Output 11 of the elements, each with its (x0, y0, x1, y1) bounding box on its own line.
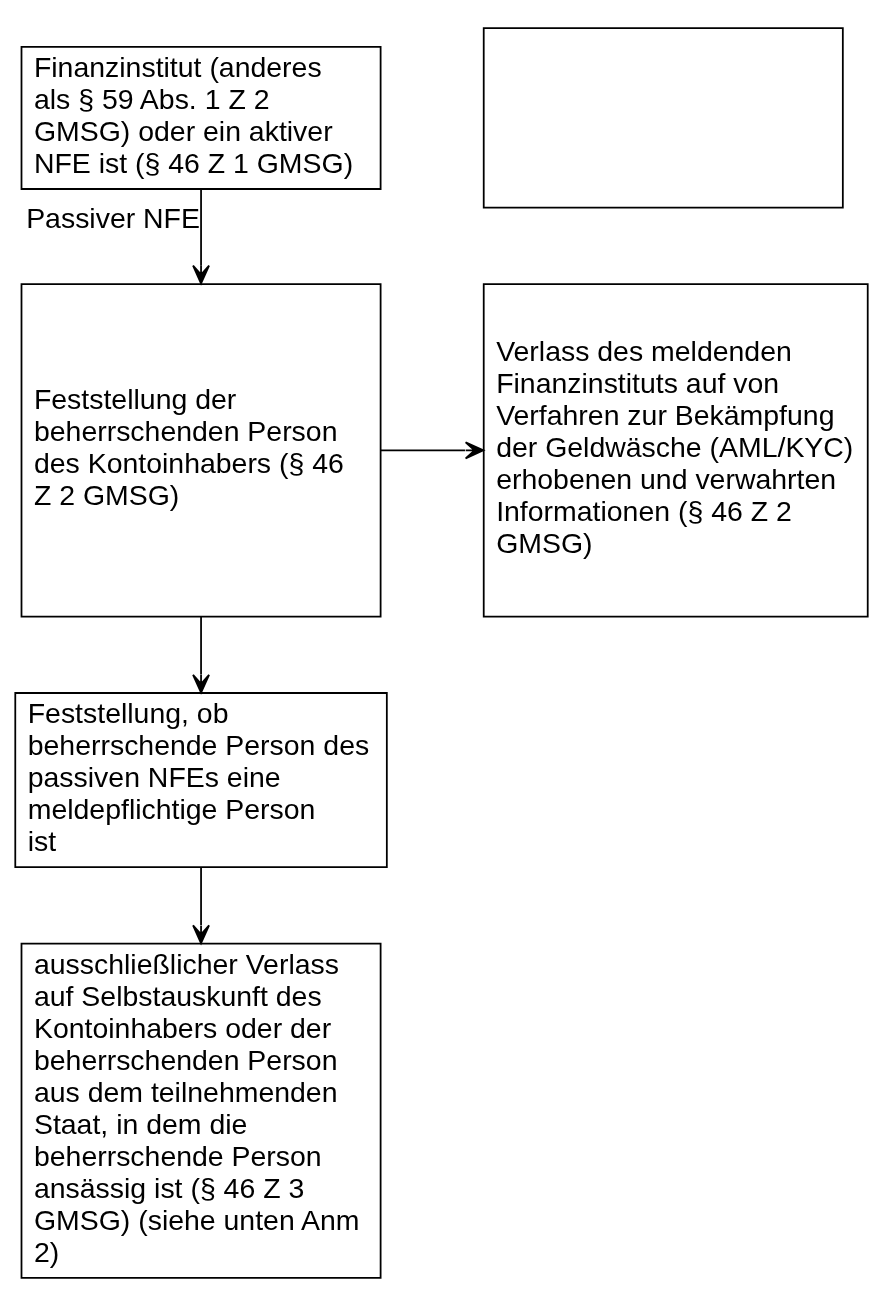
node-box: Verlass des meldenden Finanzinstituts auf von Verfahren zur Bekämpfung der Geldwäsche (AML/KYC) erhobenen und verwahrten Informationen (§ 46 Z 2 GMSG) (482, 282, 869, 617)
node-box (482, 26, 844, 209)
node-box: Feststellung, ob beherrschende Person des passiven NFEs eine meldepflichtige Person ist (14, 691, 388, 868)
arrow (192, 866, 210, 944)
arrow (192, 615, 210, 693)
arrow (380, 440, 485, 459)
edge-label: Passiver NFE (26, 201, 200, 234)
node-box: ausschließlicher Verlass auf Selbstauskunft des Kontoinhabers oder der beherrschenden Person aus dem teilnehmenden Staat, in dem die beherrschende Person ansässig ist (§ 46 Z 3 GMSG) (siehe unten Anm 2) (20, 942, 382, 1279)
node-box: Feststellung der beherrschenden Person des Kontoinhabers (§ 46 Z 2 GMSG) (20, 282, 382, 617)
node-box: Finanzinstitut (anderes als § 59 Abs. 1 Z 2 GMSG) oder ein aktiver NFE ist (§ 46 Z 1 GMSG) (20, 45, 382, 190)
arrow (192, 188, 210, 284)
